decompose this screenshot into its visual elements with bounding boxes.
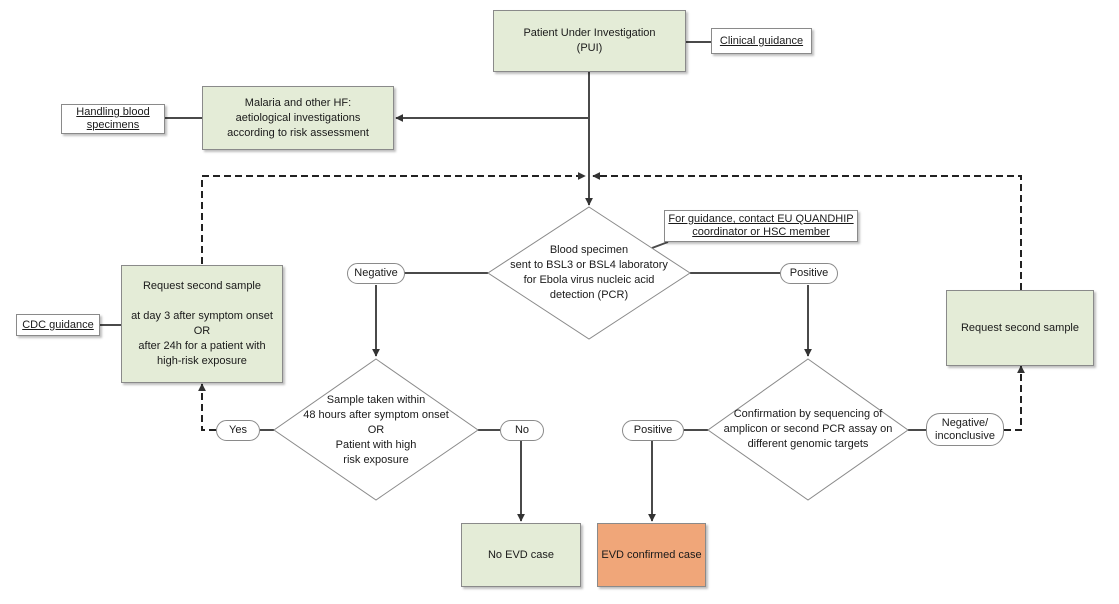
blood-specimen-line-1: Blood specimen: [549, 244, 629, 256]
sample-taken-line-1: Sample taken within: [326, 393, 426, 406]
evd-confirmed-case-box: EVD confirmed case: [597, 523, 706, 587]
quandhip-line-1: For guidance, contact EU QUANDHIP: [668, 213, 854, 225]
neg-inconclusive-line-1: Negative/: [941, 416, 989, 429]
positive-top-label: Positive: [789, 267, 829, 279]
clinical-guidance-link[interactable]: Clinical guidance: [711, 28, 812, 54]
quandhip-line-2: coordinator or HSC member: [692, 226, 830, 238]
sample-taken-line-2: 48 hours after symptom onset: [303, 408, 449, 421]
clinical-guidance-label: Clinical guidance: [719, 34, 804, 47]
cdc-guidance-link[interactable]: CDC guidance: [16, 314, 100, 336]
sample-taken-line-3: OR: [367, 423, 385, 436]
confirmation-diamond: [707, 358, 909, 501]
positive-pill-top: Positive: [780, 263, 838, 284]
request-right-label: Request second sample: [960, 321, 1079, 334]
blood-specimen-diamond: [487, 206, 691, 340]
dashed-loop-left: [201, 172, 586, 264]
pui-line-2: (PUI): [576, 42, 603, 54]
confirmation-line-2: amplicon or second PCR assay on: [723, 422, 893, 435]
sample-taken-line-5: risk exposure: [343, 453, 409, 466]
cdc-guidance-label: CDC guidance: [22, 318, 94, 331]
pui-box: Patient Under Investigation (PUI): [493, 10, 686, 72]
blood-specimen-line-2: sent to BSL3 or BSL4 laboratory: [510, 259, 668, 271]
dashed-yes-to-request: [198, 383, 216, 431]
negative-pill: Negative: [347, 263, 405, 284]
quandhip-link[interactable]: For guidance, contact EU QUANDHIP coordi…: [664, 210, 858, 242]
request-second-sample-right: Request second sample: [946, 290, 1094, 366]
yes-label: Yes: [229, 424, 247, 436]
handling-blood-line-2: specimens: [86, 119, 140, 131]
request-left-line-5: after 24h for a patient with: [138, 340, 266, 352]
positive-bottom-label: Positive: [633, 424, 673, 436]
no-label: No: [514, 424, 530, 436]
dashed-inconclusive-to-request: [1004, 365, 1025, 431]
no-evd-case-box: No EVD case: [461, 523, 581, 587]
request-left-line-3: at day 3 after symptom onset: [131, 310, 273, 322]
malaria-line-3: according to risk assessment: [227, 126, 369, 139]
pui-line-1: Patient Under Investigation: [523, 27, 656, 39]
confirmation-line-1: Confirmation by sequencing of: [733, 407, 883, 420]
request-second-sample-left: Request second sample at day 3 after sym…: [121, 265, 283, 383]
negative-label: Negative: [354, 267, 398, 279]
sample-taken-text: Sample taken within 48 hours after sympt…: [274, 390, 478, 470]
dashed-loop-right: [592, 172, 1022, 290]
request-left-line-6: high-risk exposure: [157, 355, 247, 367]
confirmation-text: Confirmation by sequencing of amplicon o…: [708, 404, 908, 454]
evd-confirmed-label: EVD confirmed case: [601, 548, 702, 561]
blood-specimen-line-3: for Ebola virus nucleic acid: [523, 274, 655, 286]
no-evd-label: No EVD case: [487, 548, 555, 561]
sample-taken-line-4: Patient with high: [335, 438, 417, 451]
handling-blood-line-1: Handling blood: [76, 106, 150, 118]
confirmation-line-3: different genomic targets: [747, 437, 869, 450]
blood-specimen-line-4: detection (PCR): [549, 289, 629, 301]
malaria-line-1: Malaria and other HF:: [244, 96, 352, 109]
handling-blood-link[interactable]: Handling blood specimens: [61, 104, 165, 134]
yes-pill: Yes: [216, 420, 260, 441]
negative-inconclusive-pill: Negative/ inconclusive: [926, 413, 1004, 446]
request-left-line-4: OR: [193, 325, 211, 337]
neg-inconclusive-line-2: inconclusive: [935, 429, 995, 442]
request-left-line-2: [131, 294, 273, 309]
positive-pill-bottom: Positive: [622, 420, 684, 441]
connector-quandhip: [651, 241, 669, 249]
malaria-line-2: aetiological investigations: [235, 111, 361, 124]
no-pill: No: [500, 420, 544, 441]
blood-specimen-text: Blood specimen sent to BSL3 or BSL4 labo…: [488, 236, 690, 310]
request-left-line-1: Request second sample: [142, 280, 261, 292]
sample-taken-diamond: [273, 358, 479, 501]
malaria-box: Malaria and other HF: aetiological inves…: [202, 86, 394, 150]
